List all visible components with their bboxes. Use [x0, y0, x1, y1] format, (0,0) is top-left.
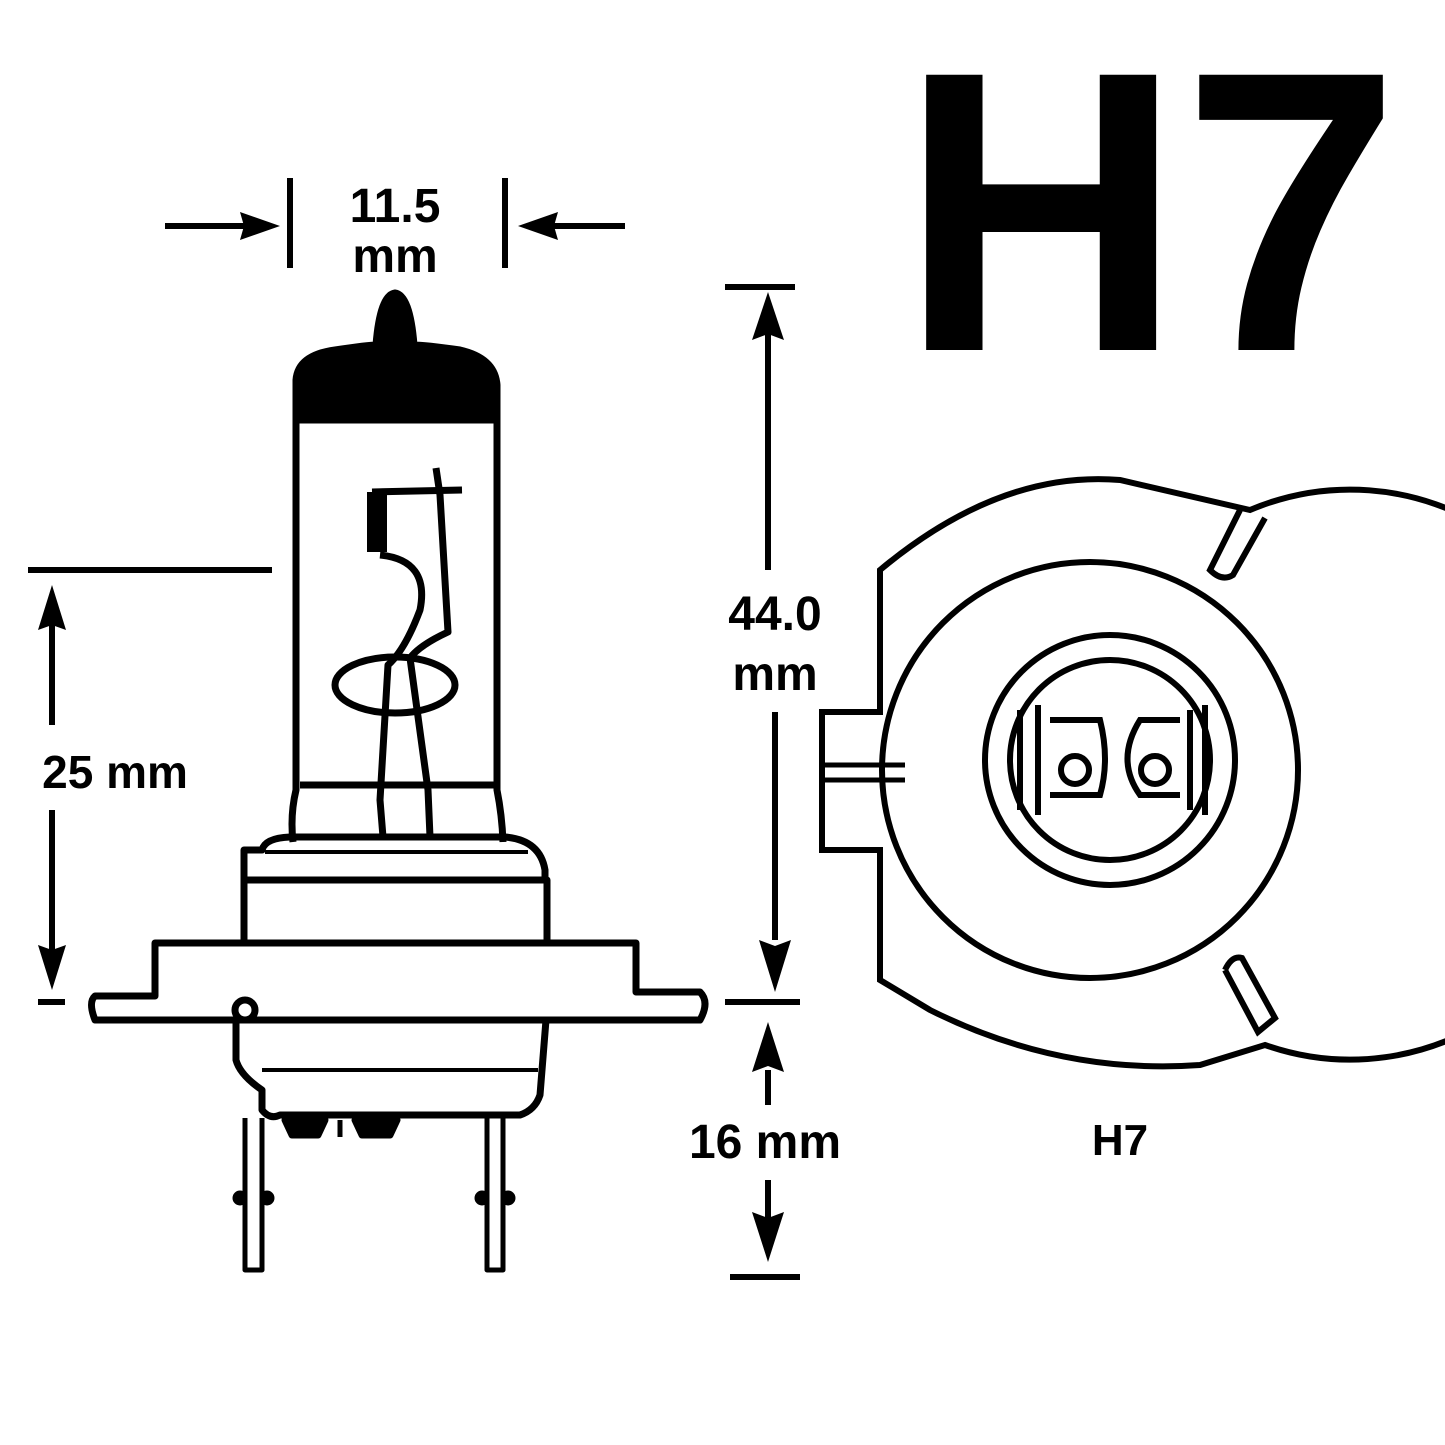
- pin-right: [484, 1118, 506, 1273]
- total-height-dimension: [725, 284, 800, 1005]
- light-center-label: 25 mm: [42, 746, 188, 798]
- arrow-up-icon: [38, 585, 66, 630]
- arrow-right-icon: [240, 212, 280, 240]
- base-height-label: 16 mm: [689, 1116, 841, 1169]
- pin-hole-right: [1138, 753, 1172, 787]
- glass-envelope: [288, 420, 507, 843]
- total-height-value: 44.0: [728, 588, 821, 641]
- bulb-end-view: [819, 476, 1445, 1070]
- total-height-unit: mm: [732, 648, 817, 701]
- arrow-down-icon: [38, 945, 66, 990]
- bulb-cap-icon: [292, 289, 501, 424]
- filament-coil: [331, 653, 459, 717]
- arrow-down-icon: [752, 1212, 784, 1262]
- contact-left: [1017, 705, 1041, 815]
- bulb-side-view: [88, 289, 709, 1273]
- end-view-caption: H7: [1092, 1116, 1148, 1165]
- width-dimension: [165, 178, 625, 268]
- base-height-dimension: [730, 1022, 800, 1280]
- arrow-down-icon: [759, 940, 791, 992]
- width-value: 11.5: [350, 180, 441, 233]
- pin-left: [242, 1118, 265, 1273]
- arrow-left-icon: [518, 212, 558, 240]
- contact-right: [1187, 705, 1208, 815]
- light-center-dimension: [28, 567, 272, 1005]
- pin-hole-left: [1058, 753, 1092, 787]
- width-unit: mm: [352, 230, 437, 283]
- title: H7: [900, 0, 1400, 435]
- arrow-up-icon: [752, 1022, 784, 1072]
- arrow-up-icon: [752, 292, 784, 340]
